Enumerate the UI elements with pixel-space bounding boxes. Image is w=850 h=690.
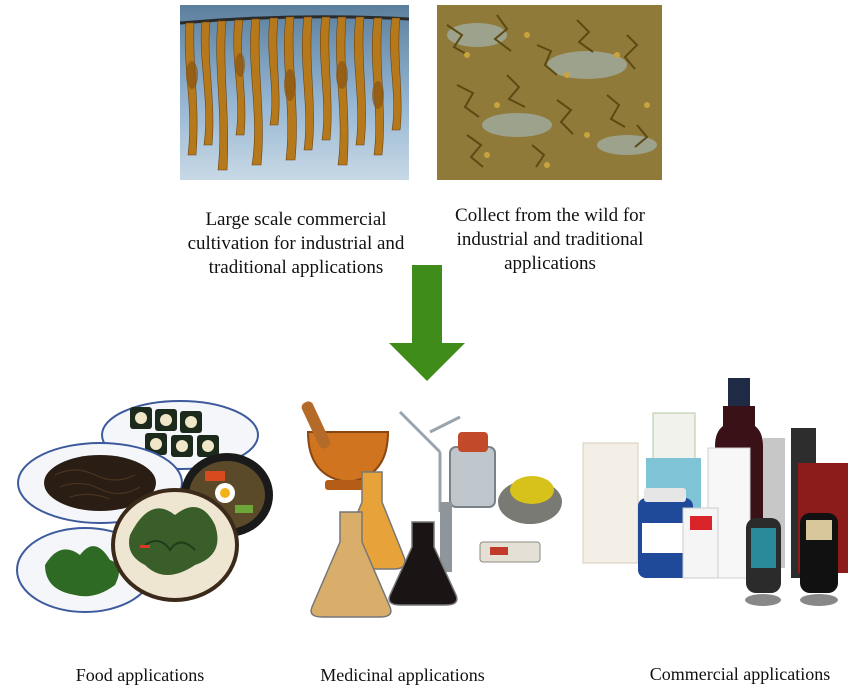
lab-equipment-illustration bbox=[300, 392, 565, 620]
wild-seaweed-photo bbox=[437, 5, 662, 180]
product-bottles-illustration bbox=[578, 378, 848, 608]
cultivation-caption: Large scale commercial cultivation for i… bbox=[187, 209, 405, 278]
medicinal-applications-label: Medicinal applications bbox=[320, 665, 485, 685]
down-arrow-icon bbox=[389, 265, 465, 381]
food-applications-label: Food applications bbox=[75, 665, 205, 685]
wild-caption: Collect from the wild for industrial and… bbox=[455, 205, 645, 274]
commercial-applications-label: Commercial applications bbox=[649, 664, 831, 684]
cultivated-kelp-photo bbox=[180, 5, 409, 180]
food-dishes-illustration bbox=[15, 395, 275, 625]
